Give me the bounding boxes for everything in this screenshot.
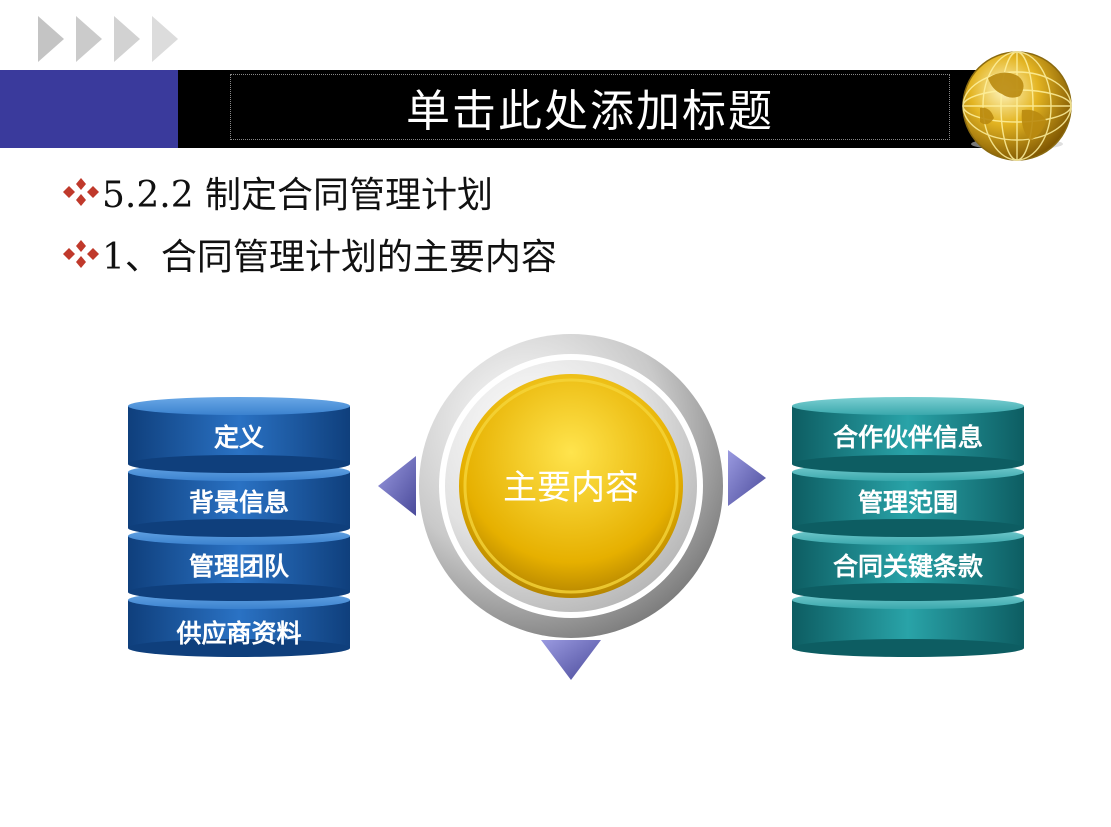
globe-icon: [962, 51, 1072, 161]
cylinder-disk: [128, 527, 350, 601]
right-stack-label: 合作伙伴信息: [832, 423, 983, 452]
title-placeholder[interactable]: 单击此处添加标题: [230, 74, 950, 140]
bullet-item: 5.2.2 制定合同管理计划: [60, 166, 493, 218]
center-label: 主要内容: [503, 468, 639, 508]
arrow-left-icon: [378, 456, 416, 516]
left-cylinder-stack: [128, 397, 350, 657]
cylinder-disk: [128, 397, 350, 473]
right-cylinder-stack: [792, 397, 1024, 657]
bullet-text: 5.2.2 制定合同管理计划: [102, 175, 494, 216]
diamond-bullet-icon: [63, 240, 99, 268]
right-stack-label: 管理范围: [857, 488, 958, 517]
chevron-right-icon: [76, 16, 102, 62]
chevron-decoration: [38, 16, 178, 62]
bullet-item: 1、合同管理计划的主要内容: [60, 228, 557, 280]
chevron-right-icon: [38, 16, 64, 62]
right-stack-label: 合同关键条款: [832, 552, 983, 581]
left-stack-label: 背景信息: [188, 488, 289, 517]
left-stack-label: 管理团队: [188, 552, 289, 581]
page-title: 单击此处添加标题: [406, 86, 774, 137]
arrow-right-icon: [728, 450, 766, 506]
chevron-right-icon: [114, 16, 140, 62]
left-stack-label: 定义: [213, 423, 264, 452]
cylinder-disk: [792, 397, 1024, 473]
title-bar: [178, 70, 998, 148]
arrow-down-icon: [541, 640, 601, 680]
title-accent-block: [0, 70, 178, 148]
diamond-bullet-icon: [63, 178, 99, 206]
left-stack-label: 供应商资料: [176, 619, 302, 648]
chevron-right-icon: [152, 16, 178, 62]
bullet-text: 1、合同管理计划的主要内容: [102, 237, 557, 278]
center-circle: [419, 334, 723, 638]
